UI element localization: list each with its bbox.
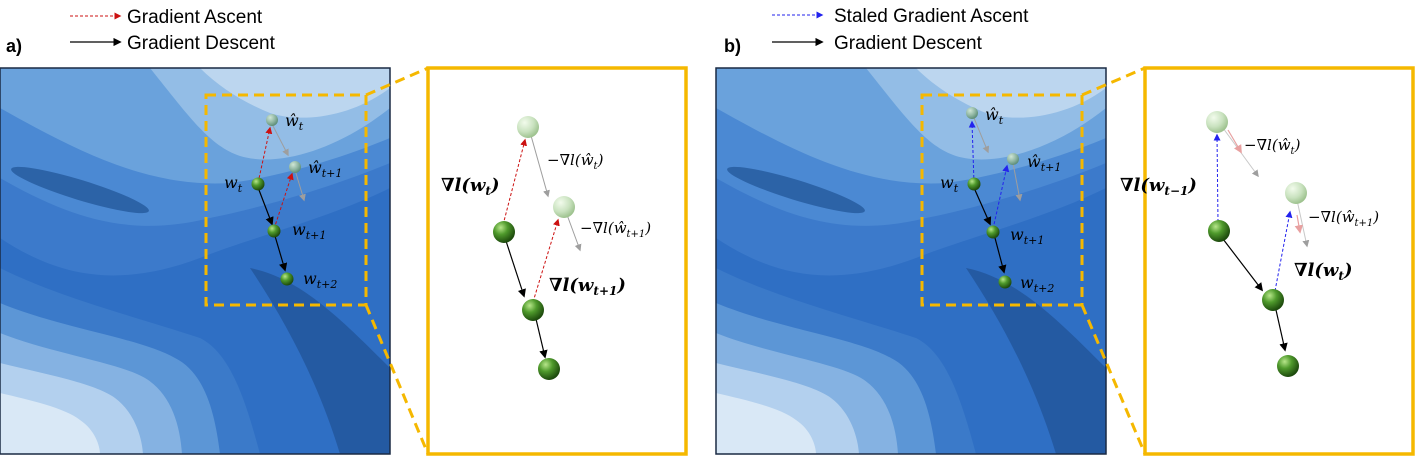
- panel-a: a) Gradient Ascent Gradient Descent: [0, 7, 688, 456]
- zoom-ghost-arrow-wt1: [565, 211, 582, 252]
- zoom-descent-arrow-2: [535, 318, 548, 359]
- ghost-arrow-b2: [1012, 162, 1023, 202]
- zoom-node-w-hat-t: [517, 116, 539, 138]
- legend-descent-label-b: Gradient Descent: [834, 33, 983, 54]
- loss-landscape-a: [0, 68, 390, 454]
- ghost-arrow-wt: [271, 123, 289, 157]
- legend-b: Staled Gradient Ascent Gradient Descent: [772, 6, 1029, 54]
- label-wt: wt: [224, 173, 243, 195]
- zoom-ghost-arrow-b2: [1296, 199, 1310, 248]
- zoom-label-neg-grad-hat-t: −∇l(ŵt): [547, 151, 604, 172]
- zoom-panel-a: [426, 66, 688, 456]
- zoom-trajectory-a: ∇l(wt) −∇l(ŵt) −∇l(ŵt+1) ∇l(wt+1): [441, 116, 651, 380]
- legend-descent-label: Gradient Descent: [127, 33, 276, 54]
- zoom-trajectory-b: −∇l(ŵt) ∇l(wt−1) −∇l(ŵt+1) ∇l(wt): [1120, 111, 1379, 377]
- ghost-arrow-b1: [973, 117, 990, 154]
- panel-a-label: a): [6, 36, 22, 56]
- descent-arrow-1: [258, 189, 274, 226]
- zoom-connector-bottom-b: [1080, 304, 1147, 455]
- node-b-wt2: [998, 275, 1012, 289]
- zoom-label-b-grad-wtm1: ∇l(wt−1): [1120, 175, 1197, 198]
- node-w-hat-t1: [289, 161, 301, 173]
- landscape-frame-a: [0, 67, 391, 455]
- label-b-wt1: wt+1: [1010, 225, 1044, 247]
- zoom-label-grad-wt1: ∇l(wt+1): [549, 275, 626, 298]
- zoom-label-b-grad-wt: ∇l(wt): [1294, 260, 1352, 283]
- zoom-node-wt1: [522, 299, 544, 321]
- zoom-node-w-hat-t1: [553, 196, 575, 218]
- zoom-ghost-arrow-wt: [529, 131, 550, 198]
- label-b-wt: wt: [940, 173, 959, 195]
- node-wt1: [267, 224, 281, 238]
- legend-ascent-label: Gradient Ascent: [127, 7, 263, 28]
- zoom-descent-b2: [1275, 309, 1288, 352]
- descent-arrow-b2: [994, 237, 1007, 274]
- zoom-node-b-w-hat-t1: [1285, 182, 1307, 204]
- descent-arrow-b1: [974, 189, 992, 226]
- zoom-node-b-wt1: [1277, 355, 1299, 377]
- staled-ascent-arrow-2: [992, 164, 1010, 230]
- zoom-connector-top-a: [365, 66, 429, 97]
- node-b-wt: [967, 177, 981, 191]
- panel-b-label: b): [724, 36, 741, 56]
- label-w-hat-t1: ŵt+1: [308, 158, 342, 180]
- label-wt2: wt+2: [303, 269, 337, 291]
- overview-trajectory-b: ŵt ŵt+1 wt wt+1 wt+2: [940, 105, 1061, 295]
- zoom-ascent-arrow-wt1: [532, 218, 560, 303]
- label-b-w-hat-t: ŵt: [985, 105, 1004, 127]
- label-b-wt2: wt+2: [1020, 273, 1054, 295]
- zoom-pink-arrow-1: [1227, 129, 1242, 154]
- label-wt1: wt+1: [292, 220, 326, 242]
- label-w-hat-t: ŵt: [285, 111, 304, 133]
- zoom-pink-arrow-2: [1294, 214, 1303, 234]
- zoom-descent-b1: [1222, 238, 1264, 292]
- zoom-node-wt2: [538, 358, 560, 380]
- ascent-arrow-wt: [257, 126, 273, 184]
- legend-a: Gradient Ascent Gradient Descent: [70, 7, 276, 54]
- zoom-node-b-wt: [1262, 289, 1284, 311]
- descent-arrow-2: [274, 235, 288, 272]
- legend-staled-ascent-label: Staled Gradient Ascent: [834, 6, 1029, 27]
- label-b-w-hat-t1: ŵt+1: [1027, 152, 1061, 174]
- node-b-w-hat-t1: [1007, 153, 1019, 165]
- overview-trajectory-a: ŵt ŵt+1 wt wt+1 wt+2: [224, 111, 342, 291]
- node-wt: [251, 177, 265, 191]
- ghost-arrow-wt1: [294, 169, 306, 202]
- node-b-w-hat-t: [966, 107, 978, 119]
- node-b-wt1: [986, 225, 1000, 239]
- zoom-label-neg-grad-hat-t1: −∇l(ŵt+1): [580, 219, 651, 240]
- zoom-panel-b: [1143, 66, 1415, 456]
- zoom-descent-arrow-1: [505, 240, 526, 298]
- panel-b: b) Staled Gradient Ascent Gradient Desce…: [715, 6, 1415, 456]
- zoom-node-wt: [493, 221, 515, 243]
- zoom-selection-b: [920, 93, 1084, 307]
- zoom-label-b-neg-grad-hat-t: −∇l(ŵt): [1244, 136, 1301, 157]
- node-w-hat-t: [266, 114, 278, 126]
- landscape-frame-b: [715, 67, 1107, 455]
- zoom-label-b-neg-grad-hat-t1: −∇l(ŵt+1): [1308, 208, 1379, 229]
- zoom-connector-bottom-a: [364, 304, 430, 455]
- loss-landscape-b: [716, 68, 1106, 454]
- staled-ascent-arrow-1: [968, 120, 976, 184]
- zoom-label-grad-wt: ∇l(wt): [441, 175, 499, 198]
- zoom-connector-top-b: [1081, 66, 1146, 97]
- zoom-staled-ascent-2: [1274, 210, 1293, 292]
- node-wt2: [280, 272, 294, 286]
- zoom-staled-ascent-1: [1213, 133, 1221, 223]
- zoom-node-b-wtm1: [1208, 220, 1230, 242]
- zoom-node-b-w-hat-t: [1206, 111, 1228, 133]
- zoom-selection-a: [204, 93, 368, 307]
